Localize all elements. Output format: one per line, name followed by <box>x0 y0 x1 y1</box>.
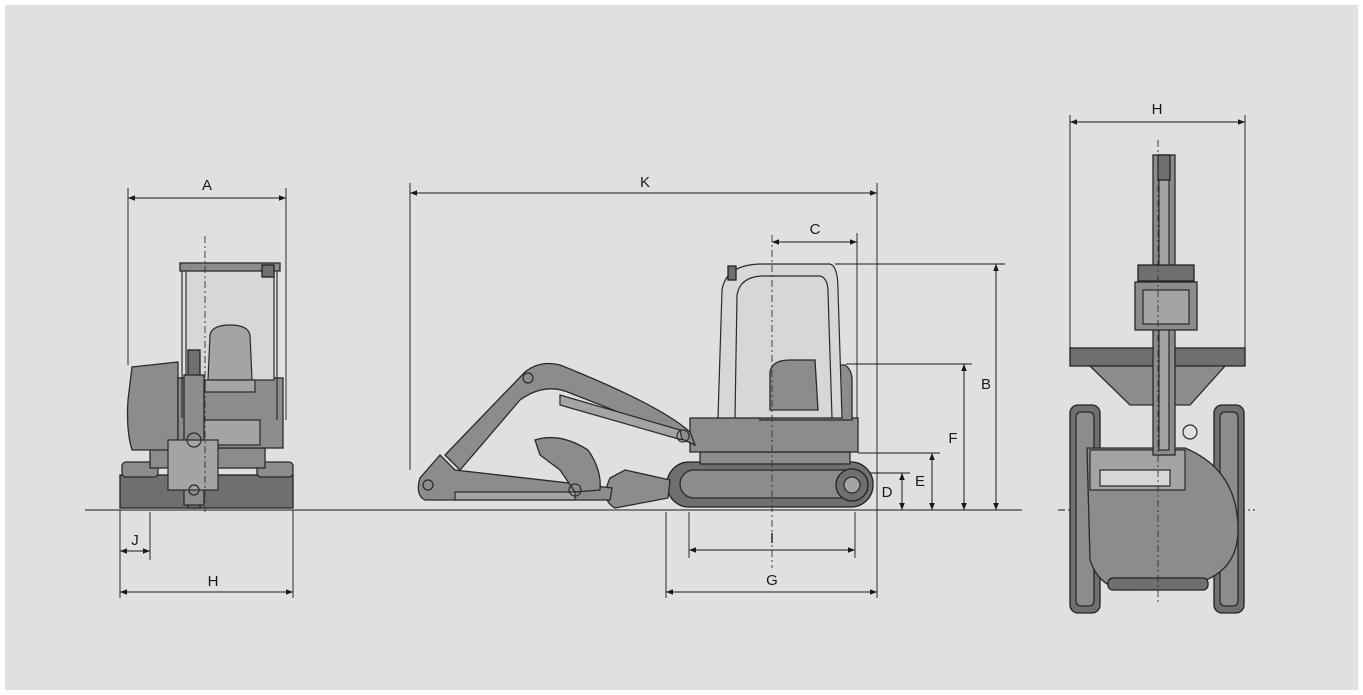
dimension-d-label: D <box>882 484 893 501</box>
dimension-h-front: H <box>120 510 294 598</box>
dimension-f: F <box>846 363 972 510</box>
dimension-i: I <box>688 512 856 558</box>
dimension-j-label: J <box>131 532 139 549</box>
dimension-h-top-label: H <box>1152 101 1163 118</box>
dimension-b: B <box>835 263 1005 510</box>
dimension-d: D <box>870 472 910 510</box>
dimension-a-label: A <box>202 177 212 194</box>
dimension-b-label: B <box>981 376 991 393</box>
dimension-e-label: E <box>915 473 925 490</box>
dimension-e: E <box>858 452 940 510</box>
dimension-k-label: K <box>640 174 650 191</box>
dimension-g: G <box>665 512 877 598</box>
dimension-f-label: F <box>948 430 957 447</box>
dimension-g-label: G <box>766 572 778 589</box>
top-view-excavator <box>1069 154 1246 614</box>
dimension-c-label: C <box>810 221 821 238</box>
dimension-k: K <box>409 174 878 598</box>
dimension-j: J <box>119 510 151 598</box>
front-view-excavator <box>119 262 294 509</box>
dimension-h-front-label: H <box>208 573 219 590</box>
side-view-excavator <box>417 263 874 509</box>
dimension-i-label: I <box>770 530 774 547</box>
dimension-h-top: H <box>1069 101 1246 350</box>
dimension-a: A <box>127 177 287 420</box>
